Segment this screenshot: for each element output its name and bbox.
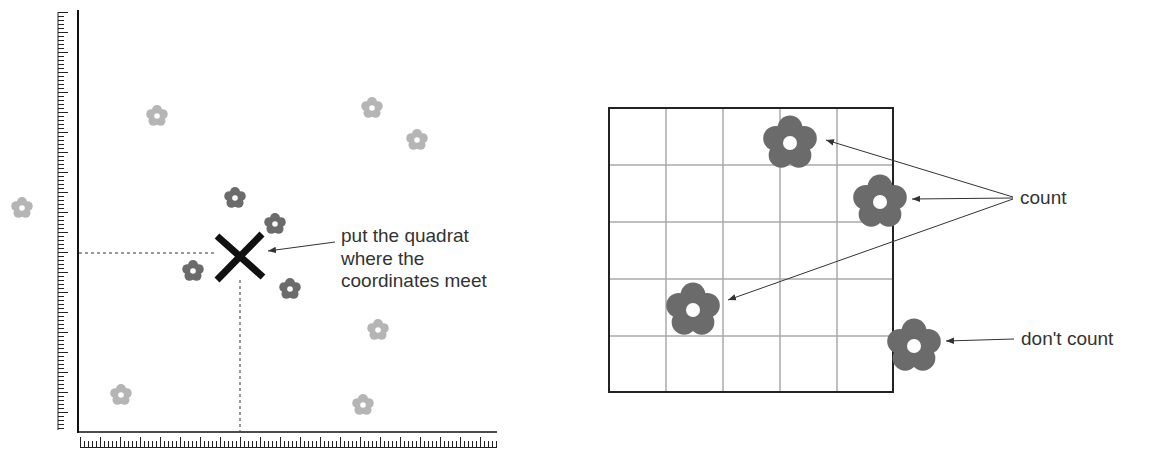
flower	[406, 129, 427, 150]
vertical-ruler-ticks	[58, 12, 72, 430]
vertical-ruler-edge	[58, 12, 59, 430]
flower	[182, 260, 203, 281]
flower	[887, 319, 941, 371]
flower	[264, 213, 285, 234]
flower	[110, 384, 131, 405]
flower	[763, 116, 817, 168]
coordinate-line	[79, 253, 214, 254]
horizontal-ruler-ticks	[80, 436, 497, 448]
cross-mark	[217, 234, 262, 280]
flower	[279, 278, 300, 299]
horizontal-axis	[77, 431, 497, 433]
leader-line	[826, 140, 1013, 197]
flower	[224, 187, 245, 208]
callout-label: count	[1020, 187, 1066, 210]
flower	[367, 319, 388, 340]
flower	[352, 394, 373, 415]
leader-line	[912, 198, 1013, 199]
callout-label: don't count	[1021, 328, 1113, 351]
vertical-axis	[77, 10, 79, 433]
leader-line	[268, 242, 335, 251]
quadrat-grid	[609, 108, 893, 392]
flower	[666, 283, 720, 335]
coordinate-line	[240, 280, 241, 431]
leader-line	[728, 199, 1013, 300]
flower	[853, 175, 907, 227]
flower	[11, 197, 32, 218]
flower	[146, 105, 167, 126]
quadrat-frame	[609, 108, 893, 392]
horizontal-ruler-edge	[80, 447, 497, 448]
instruction-label: put the quadrat where the coordinates me…	[341, 225, 499, 293]
flower	[361, 97, 382, 118]
leader-line	[946, 339, 1014, 341]
